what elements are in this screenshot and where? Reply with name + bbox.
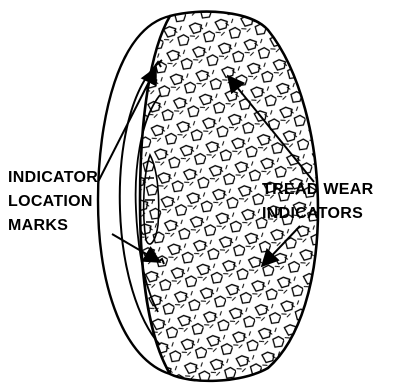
indicator-location-marks-label: INDICATOR LOCATION MARKS <box>8 166 98 238</box>
label-line: INDICATOR <box>8 166 98 190</box>
label-line: MARKS <box>8 214 98 238</box>
tread-wear-indicators-label: TREAD WEAR INDICATORS <box>262 178 373 226</box>
label-line: INDICATORS <box>262 202 373 226</box>
label-line: TREAD WEAR <box>262 178 373 202</box>
label-line: LOCATION <box>8 190 98 214</box>
